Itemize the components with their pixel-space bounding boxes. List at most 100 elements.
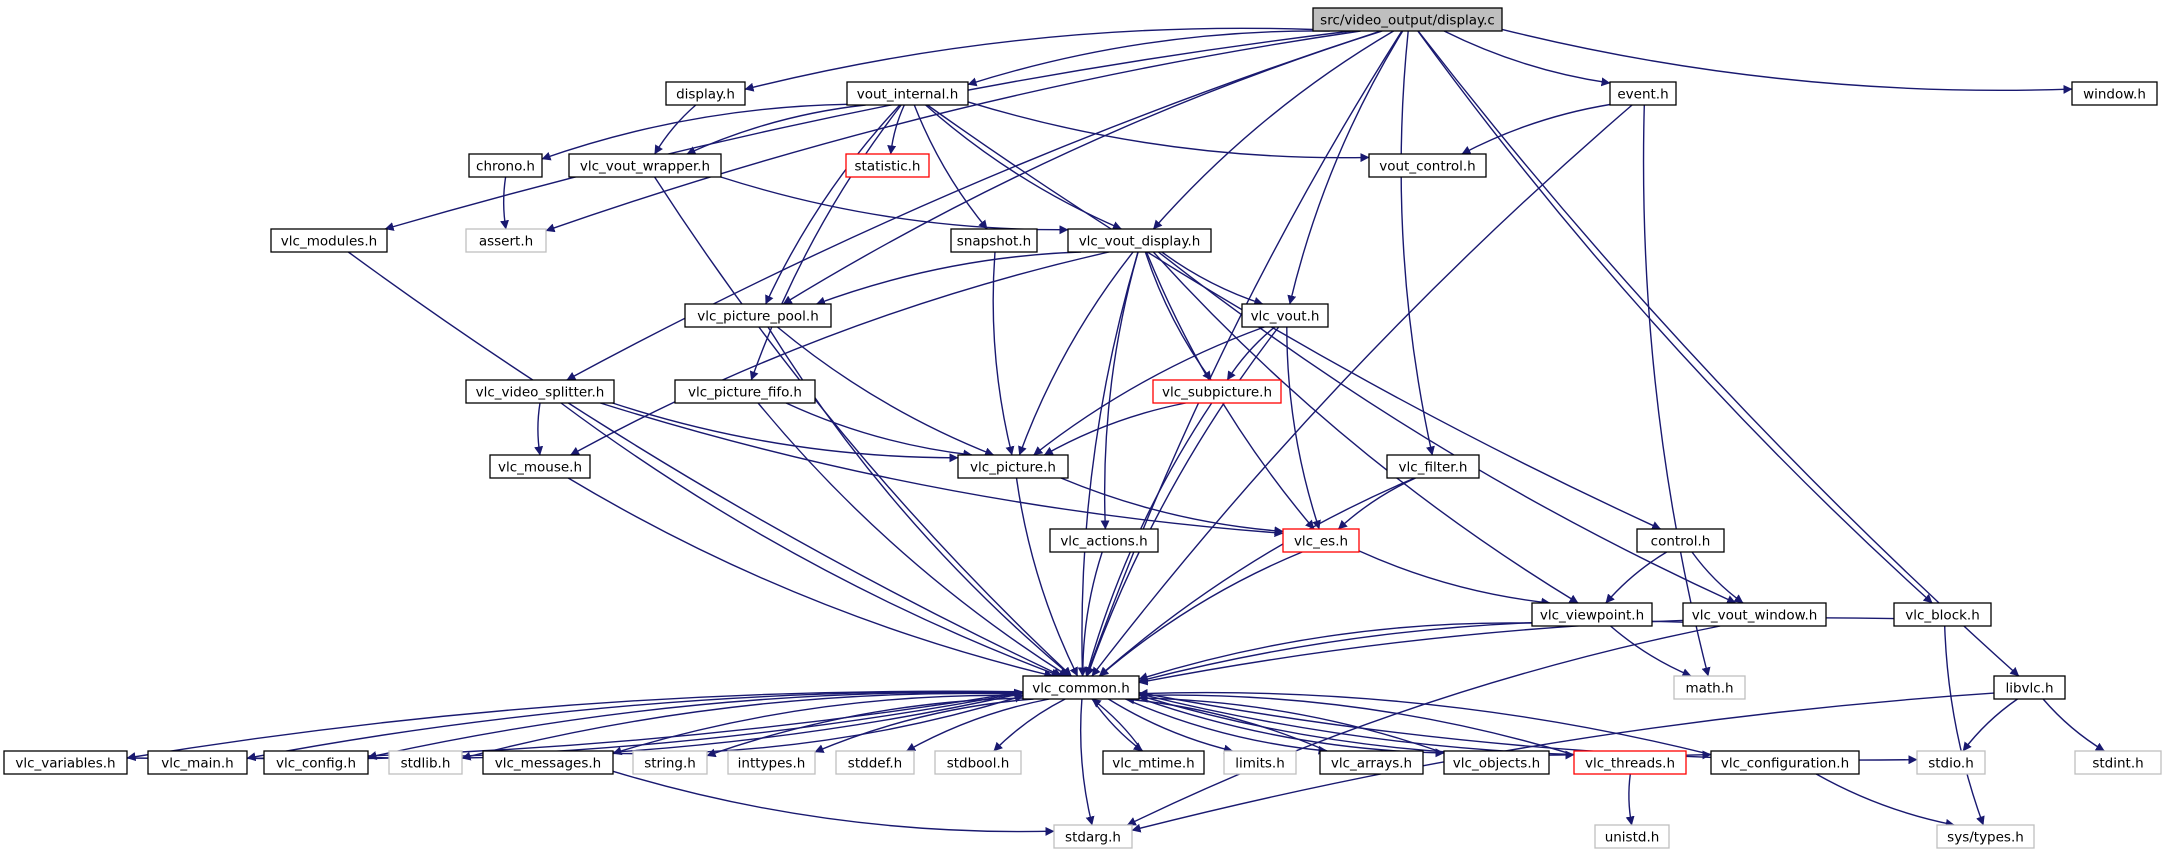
node-vout-control[interactable]: vout_control.h [1368,153,1487,178]
node-display-c[interactable]: src/video_output/display.c [1312,7,1503,32]
edge-event-to-vout_control [1461,103,1611,155]
node-label: sys/types.h [1947,830,2024,846]
node-video-splitter[interactable]: vlc_video_splitter.h [465,379,615,404]
node-stdio: stdio.h [1916,750,1986,775]
node-limits: limits.h [1223,750,1297,775]
node-vlc-objects[interactable]: vlc_objects.h [1443,750,1550,775]
edge-vlc_common-to-stdarg [1079,698,1095,826]
node-vout-internal[interactable]: vout_internal.h [846,81,969,106]
node-box [1916,750,1986,775]
node-box [846,81,969,106]
node-vout-window[interactable]: vlc_vout_window.h [1682,602,1827,627]
node-label: vlc_block.h [1905,608,1980,624]
edge-vlc_picture-to-vlc_common [1015,477,1079,677]
edge-video_splitter-to-vlc_mouse [534,402,544,456]
edge-vlc_common-to-limits [1108,698,1234,754]
node-viewpoint[interactable]: vlc_viewpoint.h [1531,602,1653,627]
node-string: string.h [632,750,708,775]
node-vlc-common[interactable]: vlc_common.h [1022,675,1140,700]
node-label: vlc_vout_display.h [1079,234,1201,250]
node-label: vout_internal.h [857,87,959,103]
node-label: vlc_vout_wrapper.h [580,159,710,175]
edge-vout_internal-to-picture_pool [765,104,901,305]
node-vlc-es[interactable]: vlc_es.h [1282,528,1360,553]
node-event[interactable]: event.h [1609,81,1677,106]
node-vlc-config[interactable]: vlc_config.h [263,750,369,775]
node-vout-display[interactable]: vlc_vout_display.h [1067,228,1212,253]
node-label: vlc_modules.h [281,234,377,250]
node-vlc-mtime[interactable]: vlc_mtime.h [1102,750,1205,775]
node-vlc-arrays[interactable]: vlc_arrays.h [1319,750,1424,775]
node-label: vout_control.h [1379,159,1476,175]
node-box [1368,153,1487,178]
node-vlc-vout[interactable]: vlc_vout.h [1241,303,1329,328]
node-label: vlc_picture.h [970,460,1056,476]
edge-chrono-to-assert [500,176,509,230]
edge-display_c-to-vlc_common [1085,30,1403,677]
node-box [2071,81,2158,106]
node-vlc-configuration[interactable]: vlc_configuration.h [1710,750,1860,775]
node-snapshot[interactable]: snapshot.h [950,228,1038,253]
edge-video_splitter-to-vlc_common [560,402,1061,678]
node-label: stdbool.h [947,756,1010,772]
node-libvlc[interactable]: libvlc.h [1993,675,2066,700]
node-stdarg: stdarg.h [1053,824,1133,849]
node-vlc-main[interactable]: vlc_main.h [147,750,248,775]
edge-vlc_common-to-vlc_arrays [1125,698,1328,755]
edge-display_c-to-vlc_modules [384,30,1352,231]
node-vlc-filter[interactable]: vlc_filter.h [1386,454,1480,479]
edge-snapshot-to-vlc_picture [992,251,1015,456]
node-display-h[interactable]: display.h [665,81,746,106]
node-box [270,228,388,253]
edge-vlc_filter-to-vlc_es [1337,477,1416,530]
edge-display_c-to-vlc_block [1417,30,1933,604]
node-chrono[interactable]: chrono.h [468,153,543,178]
node-box [263,750,369,775]
node-label: vlc_configuration.h [1721,756,1849,772]
edge-display_c-to-display_h [744,27,1314,92]
node-statistic[interactable]: statistic.h [845,153,930,178]
node-label: stdarg.h [1065,830,1121,846]
edge-vout_wrapper-to-vout_display [720,176,1069,235]
node-vlc-actions[interactable]: vlc_actions.h [1049,528,1159,553]
node-picture-pool[interactable]: vlc_picture_pool.h [684,303,832,328]
node-label: assert.h [479,234,533,250]
edge-vlc_common-to-string [706,697,1024,758]
node-control[interactable]: control.h [1636,528,1725,553]
node-box [674,379,816,404]
node-label: vlc_common.h [1032,681,1130,697]
node-window[interactable]: window.h [2071,81,2158,106]
node-box [1636,528,1725,553]
node-subpicture[interactable]: vlc_subpicture.h [1152,379,1282,404]
node-box [950,228,1038,253]
node-picture-fifo[interactable]: vlc_picture_fifo.h [674,379,816,404]
node-vlc-block[interactable]: vlc_block.h [1893,602,1992,627]
node-vlc-messages[interactable]: vlc_messages.h [482,750,614,775]
edge-vout_internal-to-picture_fifo [749,104,902,381]
edge-viewpoint-to-vlc_common [1138,622,1533,681]
dependency-edges [126,27,2105,836]
node-box [1241,303,1329,328]
node-box [568,153,722,178]
node-stdlib: stdlib.h [388,750,463,775]
node-box [1312,7,1503,32]
node-vout-wrapper[interactable]: vlc_vout_wrapper.h [568,153,722,178]
edge-display_c-to-video_splitter [566,30,1381,381]
node-vlc-mouse[interactable]: vlc_mouse.h [489,454,591,479]
edge-vout_internal-to-vout_wrapper [686,104,866,155]
edge-event-to-math [1642,104,1711,677]
node-vlc-modules[interactable]: vlc_modules.h [270,228,388,253]
edge-vout_internal-to-vout_control [967,101,1370,163]
edge-display_c-to-vlc_filter [1400,30,1435,456]
edge-vlc_es-to-vlc_common [1099,551,1303,677]
node-label: vlc_actions.h [1060,534,1147,550]
edge-vout_display-to-picture_pool [816,251,1082,306]
node-label: display.h [676,87,735,103]
file-nodes: src/video_output/display.c display.h vout_… [3,7,2162,849]
node-box [1067,228,1212,253]
edge-libvlc-to-stdint [2042,698,2105,752]
node-vlc-variables[interactable]: vlc_variables.h [3,750,128,775]
node-vlc-threads[interactable]: vlc_threads.h [1573,750,1687,775]
node-vlc-picture[interactable]: vlc_picture.h [957,454,1069,479]
